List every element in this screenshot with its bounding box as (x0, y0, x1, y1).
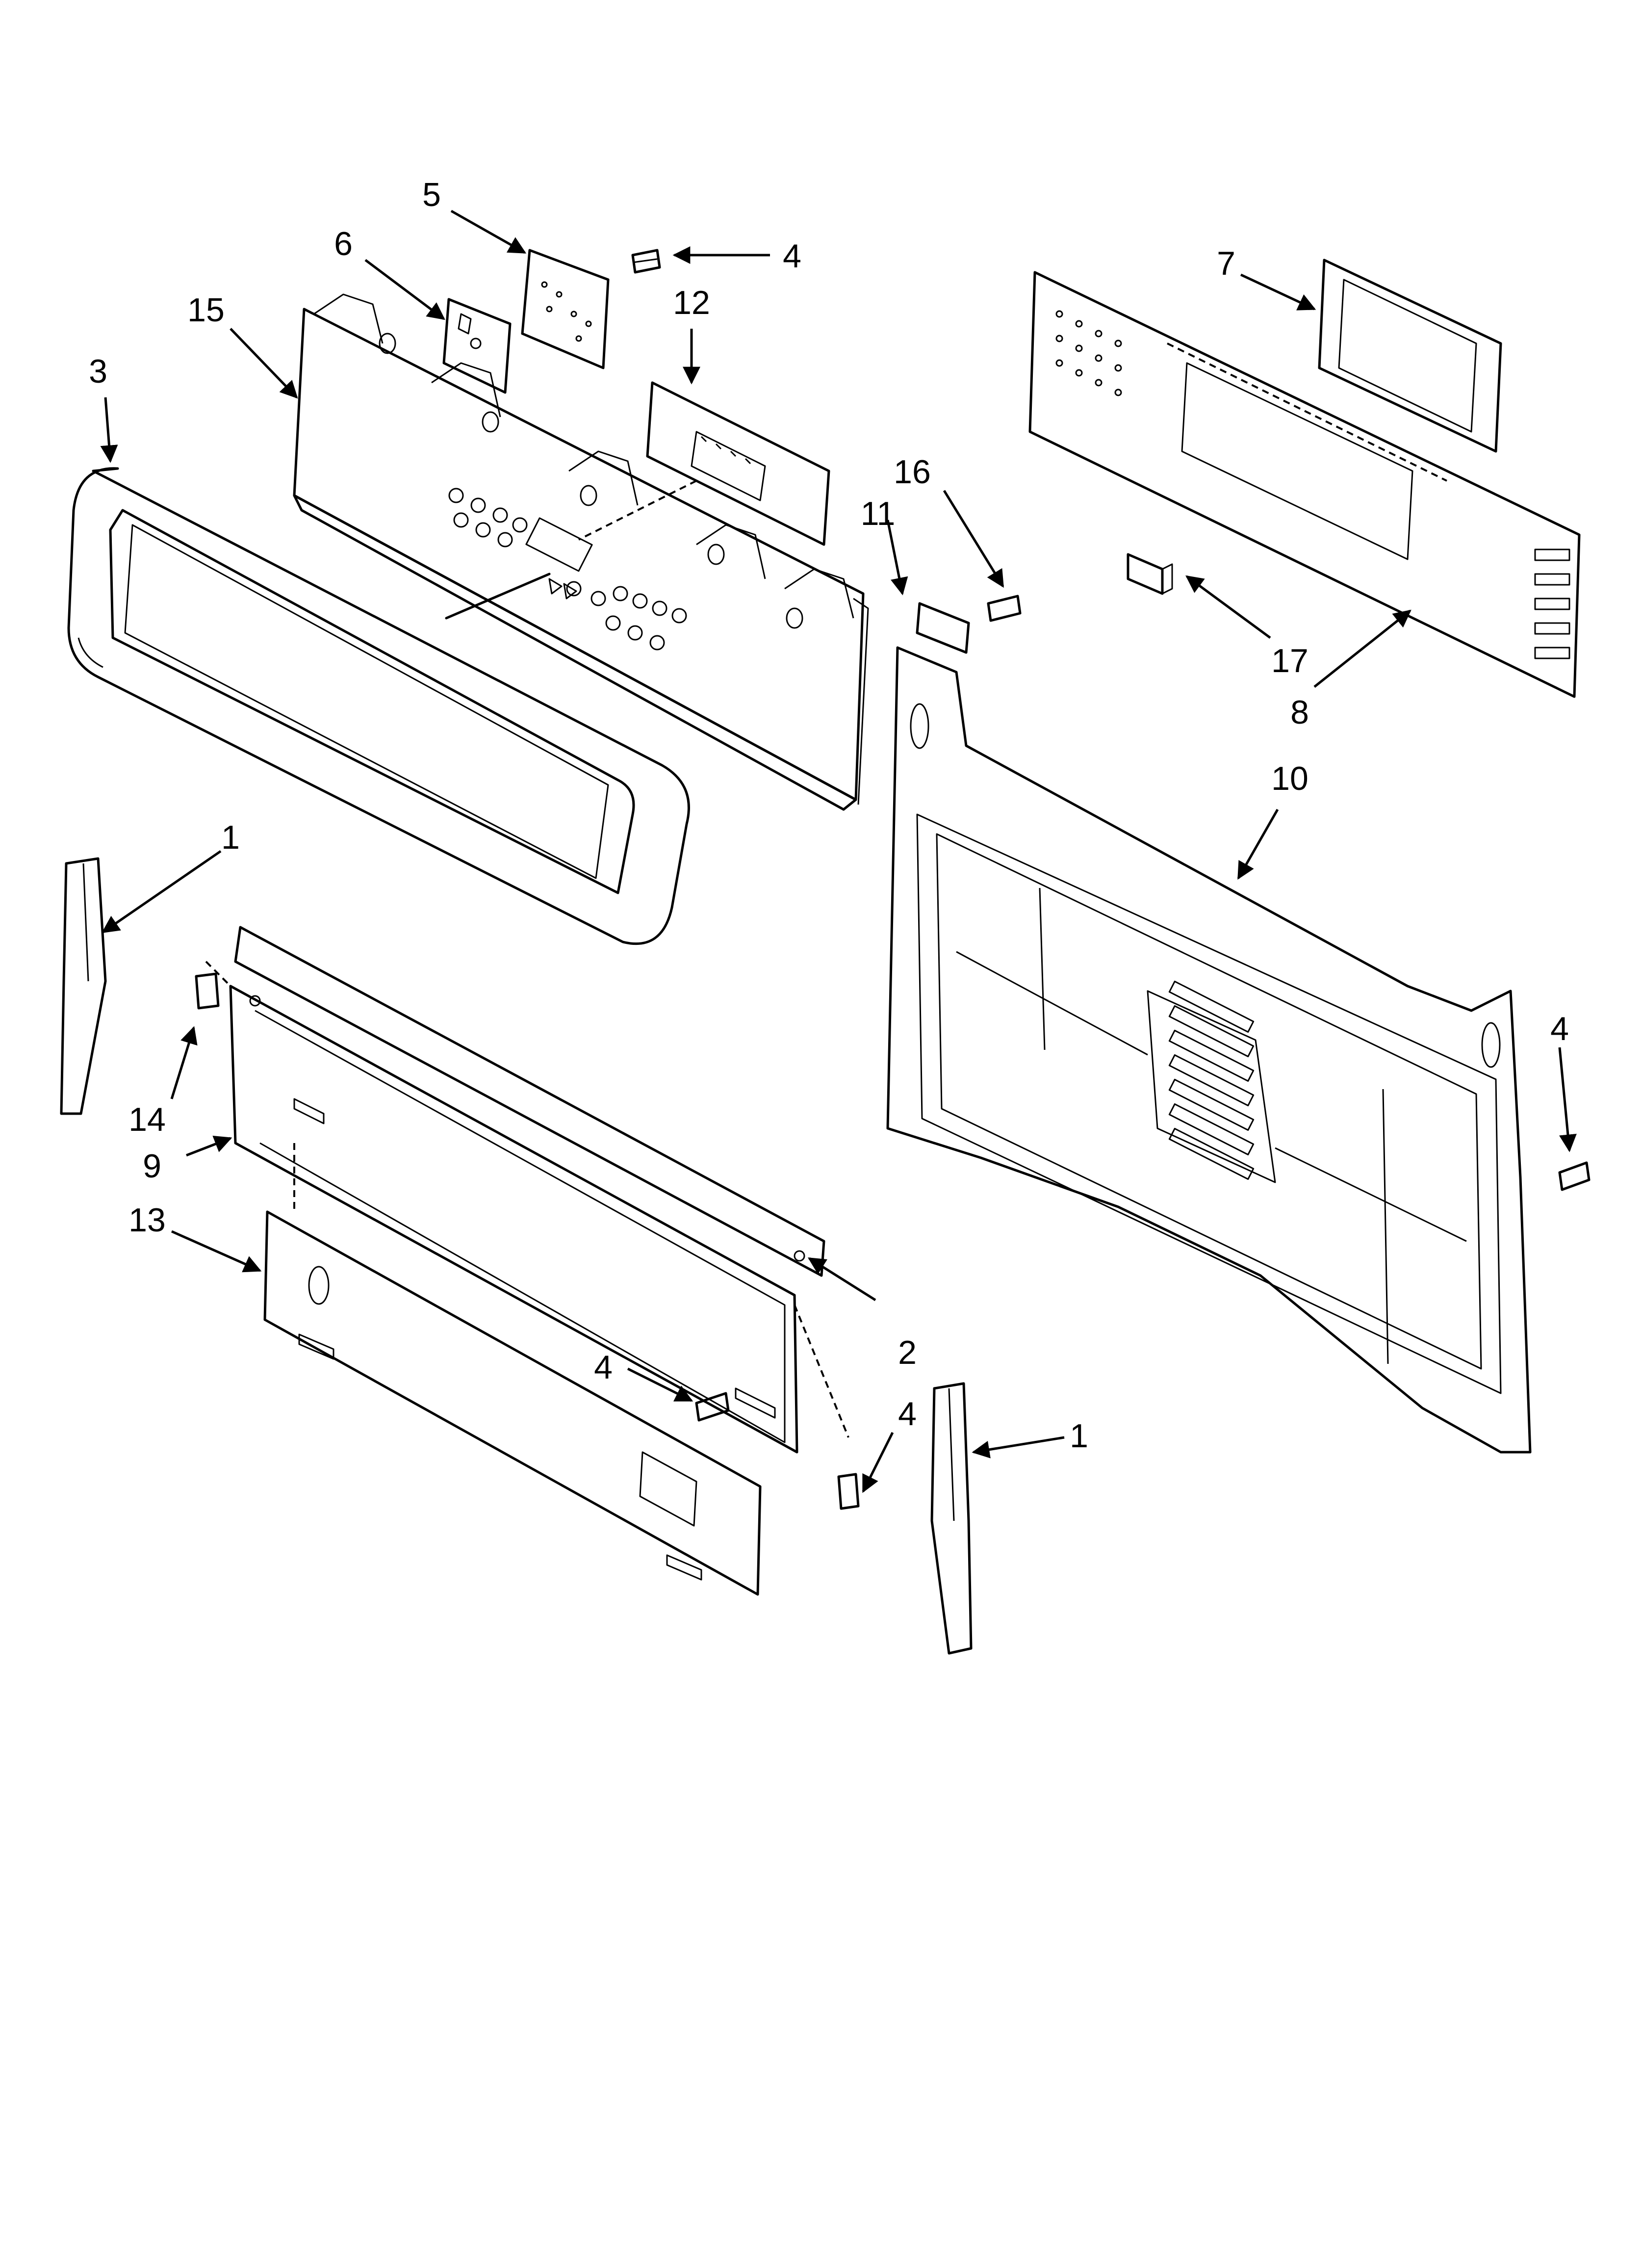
callout-8: 8 (1290, 694, 1309, 731)
clip-11 (916, 602, 970, 654)
callout-17: 17 (1271, 642, 1308, 679)
side-bracket-right (930, 1382, 973, 1655)
circuit-board (521, 249, 610, 369)
control-panel-frame (67, 467, 690, 945)
callout-labels: 5 6 4 15 12 3 7 16 11 17 8 10 1 4 14 9 1… (89, 176, 1569, 1455)
screw-top (631, 249, 661, 274)
side-bracket-left (60, 857, 107, 1115)
callout-6: 6 (334, 225, 353, 262)
callout-3: 3 (89, 353, 107, 390)
cover-plate (263, 1143, 762, 1596)
leader-lines (100, 209, 1577, 1493)
callout-1-right: 1 (1070, 1417, 1088, 1455)
control-console (293, 293, 869, 811)
callout-12: 12 (673, 284, 710, 321)
callout-4-lower-a: 4 (594, 1349, 613, 1386)
callout-4-lower-b: 4 (898, 1395, 917, 1433)
screw-14 (195, 961, 231, 1010)
rear-vent-panel (1028, 271, 1581, 698)
callout-9: 9 (143, 1147, 161, 1185)
screw-lower-a (695, 1392, 730, 1422)
callout-10: 10 (1271, 760, 1308, 797)
lower-frame (229, 926, 849, 1454)
screw-16 (987, 595, 1022, 622)
callout-1-left: 1 (221, 819, 240, 856)
callout-15: 15 (187, 291, 225, 329)
bracket (442, 298, 512, 394)
screw-right (1558, 1161, 1591, 1191)
callout-16: 16 (894, 453, 931, 491)
callout-11: 11 (861, 495, 896, 532)
screw-lower-b (837, 1473, 860, 1510)
callout-5: 5 (422, 176, 441, 213)
back-panel (886, 646, 1532, 1454)
control-module (578, 381, 830, 546)
callout-7: 7 (1217, 245, 1235, 282)
callout-4-right: 4 (1550, 1010, 1569, 1047)
vent-duct (1318, 259, 1502, 453)
callout-4-top: 4 (783, 237, 801, 275)
terminal-block (1127, 553, 1173, 595)
callout-2: 2 (898, 1334, 917, 1371)
callout-14: 14 (128, 1101, 166, 1138)
callout-13: 13 (128, 1201, 166, 1239)
